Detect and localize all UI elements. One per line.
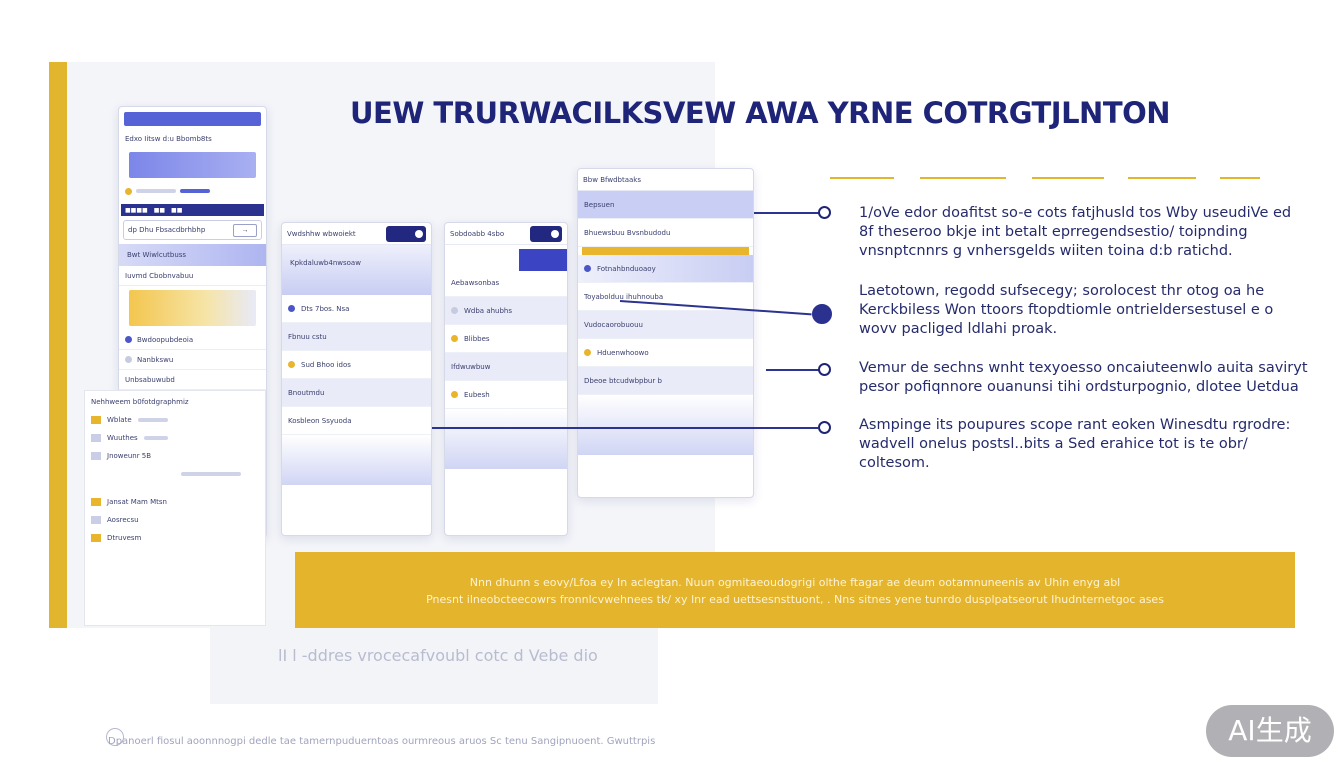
- list-item[interactable]: Ifdwuwbuw: [445, 353, 567, 381]
- document-row: Wblate: [85, 413, 265, 427]
- phone-gradient-row[interactable]: Bwt Wiwlcutbuss: [119, 244, 266, 266]
- footer-text: Dpanoerl fiosul aoonnnogpi dedle tae tam…: [108, 736, 656, 747]
- left-gold-accent-bar: [49, 62, 67, 628]
- list-item[interactable]: Bwdoopubdeoia: [119, 330, 266, 350]
- bullet-icon: [91, 498, 101, 506]
- phone-stat-row: [125, 182, 260, 200]
- document-heading: Nehhweem b0fotdgraphmiz: [91, 398, 189, 406]
- phone-mockup-overview: Bbw Bfwdbtaaks Bepsuen Bhuewsbuu Bvsnbud…: [577, 168, 754, 498]
- feature-paragraph: Vemur de sechns wnht texyoesso oncaiutee…: [859, 360, 1308, 395]
- bullet-icon: [91, 452, 101, 460]
- list-item[interactable]: Bnoutmdu: [282, 379, 431, 407]
- bullet-icon: [451, 391, 458, 398]
- list-item[interactable]: Hduenwhoowo: [578, 339, 753, 367]
- phone-footer: [445, 409, 567, 469]
- bullet-icon: [91, 434, 101, 442]
- list-item[interactable]: Sud Bhoo idos: [282, 351, 431, 379]
- document-sheet: Nehhweem b0fotdgraphmiz Wblate Wuuthes J…: [84, 390, 266, 626]
- list-item[interactable]: Wdba ahubhs: [445, 297, 567, 325]
- connector-node-icon: [818, 421, 831, 434]
- list-item[interactable]: Eubesh: [445, 381, 567, 409]
- divider: [830, 177, 894, 179]
- list-item[interactable]: Aebawsonbas: [445, 269, 567, 297]
- connector-node-icon: [818, 206, 831, 219]
- status-dot-icon: [125, 187, 132, 195]
- list-item[interactable]: Bhuewsbuu Bvsnbudodu: [578, 219, 753, 247]
- phone-header-row: Edxo Iitsw d:u Bbomb8ts: [125, 135, 212, 143]
- phone-banner: Kpkdaluwb4nwsoaw: [282, 245, 431, 295]
- connector-line: [766, 369, 820, 371]
- connector-line: [754, 212, 820, 214]
- connector-node-icon: [812, 304, 832, 324]
- list-item[interactable]: Dbeoe btcudwbpbur b: [578, 367, 753, 395]
- search-go-button[interactable]: →: [233, 223, 257, 237]
- list-item[interactable]: Blibbes: [445, 325, 567, 353]
- page-title: UEW TRURWACILKSVEW AWA YRNE COTRGTJLNTON: [349, 96, 1171, 130]
- connector-line: [432, 427, 818, 429]
- bullet-icon: [125, 356, 132, 363]
- toggle-switch[interactable]: [386, 225, 426, 242]
- list-item[interactable]: Fotnahbnduoaoy: [578, 255, 753, 283]
- phone-top-bar: [124, 112, 261, 126]
- bullet-icon: [125, 336, 132, 343]
- document-row: Jnoweunr 5B: [85, 449, 265, 463]
- toggle-knob-icon: [415, 229, 423, 238]
- divider: [1128, 177, 1196, 179]
- list-item[interactable]: Kosbleon Ssyuoda: [282, 407, 431, 435]
- document-row: [85, 467, 265, 481]
- gold-banner: Nnn dhunn s eovy/Lfoa ey In aclegtan. Nu…: [295, 552, 1295, 628]
- connector-node-icon: [818, 363, 831, 376]
- divider: [1032, 177, 1104, 179]
- phone-header: Bbw Bfwdbtaaks: [578, 169, 753, 191]
- divider: [1220, 177, 1260, 179]
- phone-mockup-list: Vwdshhw wbwoiekt Kpkdaluwb4nwsoaw Dts 7b…: [281, 222, 432, 536]
- feature-paragraph: Asmpinge its poupures scope rant eoken W…: [859, 417, 1291, 471]
- phone-nav-strip[interactable]: ■■■■■■■■: [121, 204, 264, 216]
- bullet-icon: [584, 265, 591, 272]
- phone-search-field[interactable]: dp Dhu Fbsacdbrhbhp →: [123, 220, 262, 240]
- document-row: Aosrecsu: [85, 513, 265, 527]
- document-row: Wuuthes: [85, 431, 265, 445]
- banner-text: Pnesnt ilneobcteecowrs fronnlcvwehnees t…: [426, 593, 1164, 606]
- accent-block: [519, 249, 567, 271]
- list-item[interactable]: Unbsabuwubd: [119, 370, 266, 390]
- feature-paragraph: Laetotown, regodd sufsecegy; sorolocest …: [859, 283, 1274, 337]
- phone-hero-block: [129, 152, 256, 178]
- background-lower-panel: [210, 620, 658, 704]
- list-item[interactable]: Dts 7bos. Nsa: [282, 295, 431, 323]
- divider: [920, 177, 1006, 179]
- ai-watermark-badge: AI生成: [1206, 705, 1334, 757]
- caption-text: lI l -ddres vrocecafvoubl cotc d Vebe di…: [278, 646, 598, 665]
- phone-header: Vwdshhw wbwoiekt: [282, 223, 431, 245]
- phone-mockup-detail: Sobdoabb 4sbo Aebawsonbas Wdba ahubhs Bl…: [444, 222, 568, 536]
- toggle-knob-icon: [551, 229, 559, 238]
- list-item[interactable]: Vudocaorobuouu: [578, 311, 753, 339]
- list-item[interactable]: Bepsuen: [578, 191, 753, 219]
- list-item[interactable]: Nanbkswu: [119, 350, 266, 370]
- bullet-icon: [451, 335, 458, 342]
- bullet-icon: [91, 534, 101, 542]
- bullet-icon: [451, 307, 458, 314]
- banner-text: Nnn dhunn s eovy/Lfoa ey In aclegtan. Nu…: [469, 576, 1121, 589]
- toggle-switch[interactable]: [530, 225, 562, 242]
- highlight-strip: [582, 247, 749, 255]
- bullet-icon: [584, 349, 591, 356]
- logo-icon: [106, 728, 124, 746]
- list-item[interactable]: Toyabolduu ihuhnouba: [578, 283, 753, 311]
- bullet-icon: [288, 305, 295, 312]
- feature-paragraph: 1/oVe edor doafitst so-e cots fatjhusld …: [859, 205, 1292, 259]
- bullet-icon: [288, 361, 295, 368]
- bullet-icon: [91, 416, 101, 424]
- phone-footer: [282, 435, 431, 485]
- phone-highlight-card[interactable]: [129, 290, 256, 326]
- phone-footer: [578, 395, 753, 455]
- document-row: Dtruvesm: [85, 531, 265, 545]
- phone-header: Sobdoabb 4sbo: [445, 223, 567, 245]
- document-row: Jansat Mam Mtsn: [85, 495, 265, 509]
- list-item[interactable]: Iuvmd Cbobnvabuu: [119, 266, 266, 286]
- bullet-icon: [91, 516, 101, 524]
- list-item[interactable]: Fbnuu cstu: [282, 323, 431, 351]
